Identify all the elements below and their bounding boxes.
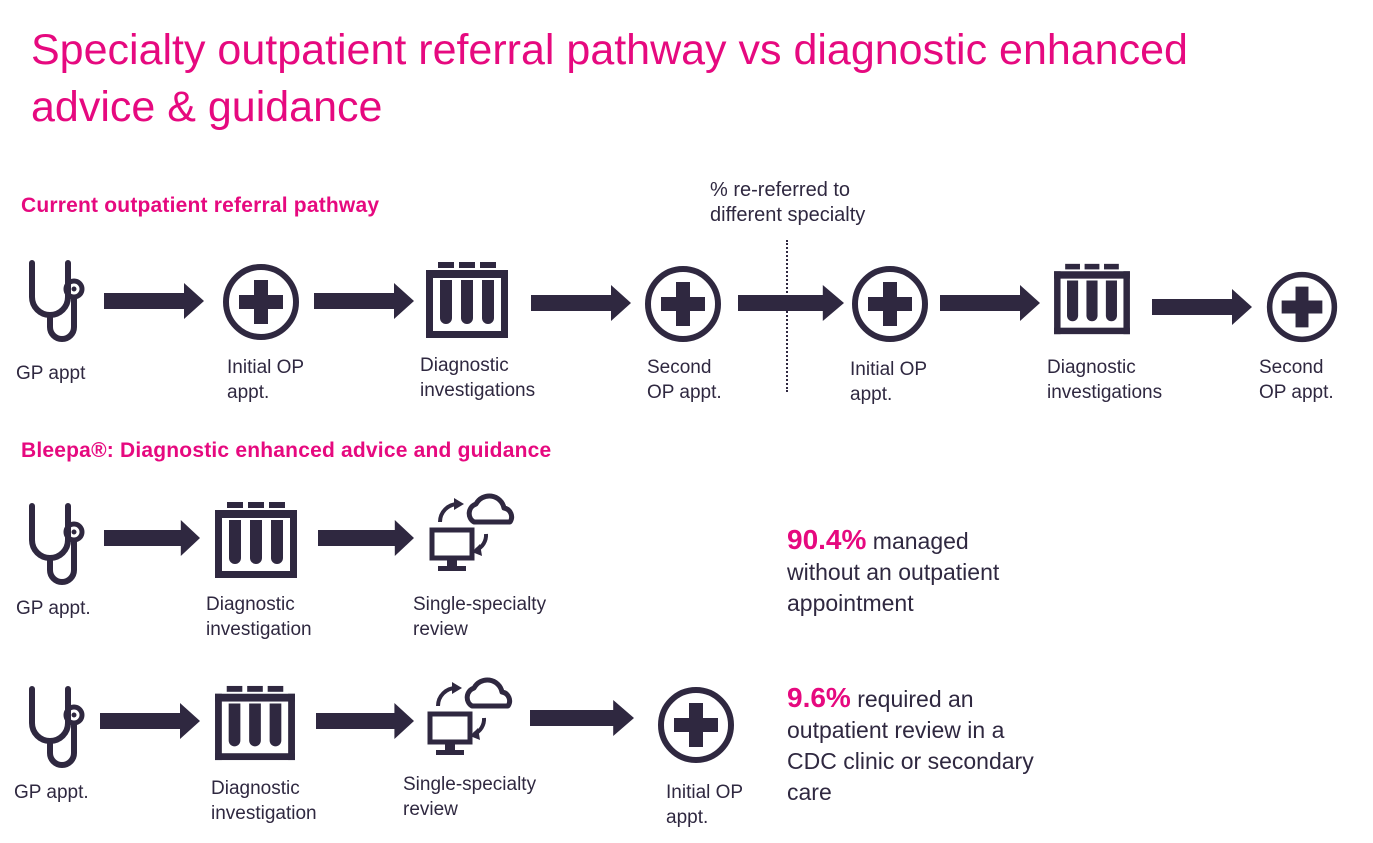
re-referred-note: % re-referred to different specialty [710,179,866,226]
flow-arrow [531,285,631,321]
stethoscope-icon [20,683,90,773]
managed-stat-value: 90.4% [787,524,867,555]
flow-arrow [104,520,200,556]
step-label: Initial OP appt. [666,782,744,828]
step-label: Diagnostic investigation [211,778,317,824]
test-tubes-icon [213,500,299,580]
managed-stat: 90.4% managed without an outpatient appo… [787,524,1107,619]
test-tubes-icon [424,260,510,340]
managed-stat-text-rest: without an outpatient appointment [787,559,1000,616]
medical-cross-icon [643,264,723,344]
cloud-monitor-icon [426,490,516,575]
step-label: Single-specialty review [413,594,547,640]
flow-arrow [738,285,844,321]
medical-cross-icon [221,262,301,342]
re-referral-divider [786,240,788,392]
flow-arrow [530,700,634,736]
flow-arrow [104,283,204,319]
stethoscope-icon [20,500,90,590]
flow-arrow [318,520,414,556]
bleepa-pathway-heading: Bleepa®: Diagnostic enhanced advice and … [21,439,552,462]
step-label: GP appt. [16,598,91,619]
step-label: Diagnostic investigations [1047,357,1163,403]
flow-arrow [1152,289,1252,325]
step-label: Initial OP appt. [850,359,928,405]
current-pathway-heading: Current outpatient referral pathway [21,194,380,217]
step-label: Diagnostic investigation [206,594,312,640]
flow-arrow [100,703,200,739]
outpatient-review-stat-text-rest: outpatient review in a CDC clinic or sec… [787,717,1034,805]
outpatient-review-stat-value: 9.6% [787,682,851,713]
step-label: Second OP appt. [647,357,722,403]
flow-arrow [940,285,1040,321]
flow-arrow [316,703,414,739]
step-label: Second OP appt. [1259,357,1334,403]
stethoscope-icon [20,257,90,347]
outpatient-review-stat-text: required an [850,686,974,712]
managed-stat-text: managed [866,528,969,554]
step-label: Initial OP appt. [227,357,305,403]
outpatient-review-stat: 9.6% required an outpatient review in a … [787,682,1107,808]
medical-cross-icon [656,685,736,765]
cloud-monitor-icon [424,674,514,759]
step-label: GP appt. [14,782,89,803]
test-tubes-icon [213,684,297,762]
test-tubes-icon [1052,262,1132,336]
step-label: Single-specialty review [403,774,537,820]
medical-cross-icon [850,264,930,344]
page-title: Specialty outpatient referral pathway vs… [31,26,1188,131]
flow-arrow [314,283,414,319]
medical-cross-icon [1265,270,1339,344]
step-label: Diagnostic investigations [420,355,536,401]
step-label: GP appt [16,363,86,384]
